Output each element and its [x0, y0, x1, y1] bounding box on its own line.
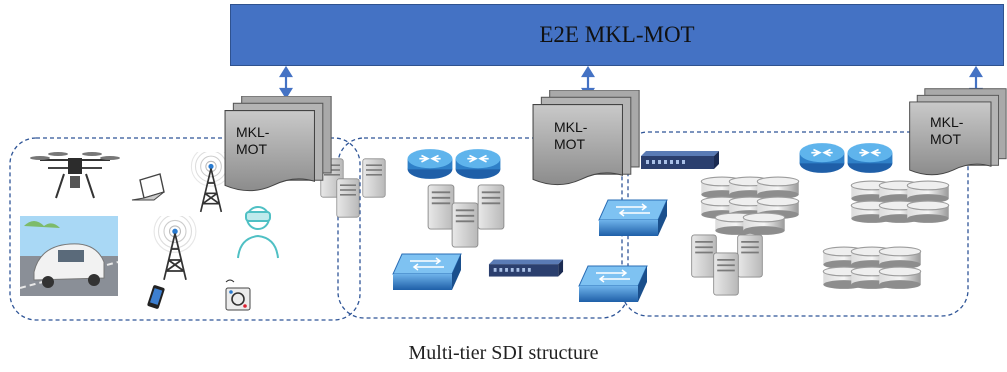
vr-headset-user-icon [237, 206, 279, 259]
label-line: MKL- [930, 114, 964, 130]
server-icon [690, 234, 718, 278]
server-icon [336, 178, 360, 218]
iot-sensor-icon [225, 279, 251, 311]
figure-caption: Multi-tier SDI structure [408, 342, 599, 364]
database-cluster-icon [700, 176, 800, 236]
mkl-mot-label-1: MKL- MOT [236, 124, 269, 158]
server-icon [427, 184, 455, 230]
rack-switch-icon [641, 151, 719, 169]
rack-switch-icon [488, 259, 564, 277]
smartphone-icon [147, 285, 165, 309]
router-icon [406, 148, 454, 180]
switch-icon [392, 253, 462, 291]
label-line: MOT [930, 131, 962, 147]
link-arrow-1 [279, 65, 293, 100]
server-icon [451, 202, 479, 248]
banner-title: E2E MKL-MOT [539, 22, 695, 47]
database-cluster-icon [850, 180, 950, 224]
router-icon [798, 142, 846, 174]
label-line: MOT [554, 136, 586, 152]
tier-3-boundary [621, 131, 969, 317]
cell-tower-2-icon [153, 216, 197, 281]
mkl-mot-label-3: MKL- MOT [930, 114, 963, 148]
database-cluster-icon [822, 246, 922, 290]
tier-1-boundary [9, 137, 361, 321]
label-line: MKL- [236, 124, 270, 140]
label-line: MKL- [554, 119, 588, 135]
server-icon [477, 184, 505, 230]
laptop-icon [131, 173, 165, 201]
router-icon [454, 148, 502, 180]
e2e-banner: E2E MKL-MOT [230, 4, 1004, 66]
switch-icon [598, 199, 668, 237]
server-icon [362, 158, 386, 198]
drone-icon [30, 152, 120, 199]
mkl-mot-label-2: MKL- MOT [554, 119, 587, 153]
switch-icon [578, 265, 648, 303]
server-icon [736, 234, 764, 278]
tier-2-boundary [337, 137, 629, 319]
server-icon [712, 252, 740, 296]
label-line: MOT [236, 141, 268, 157]
router-icon [846, 142, 894, 174]
autonomous-car-icon [19, 216, 119, 296]
